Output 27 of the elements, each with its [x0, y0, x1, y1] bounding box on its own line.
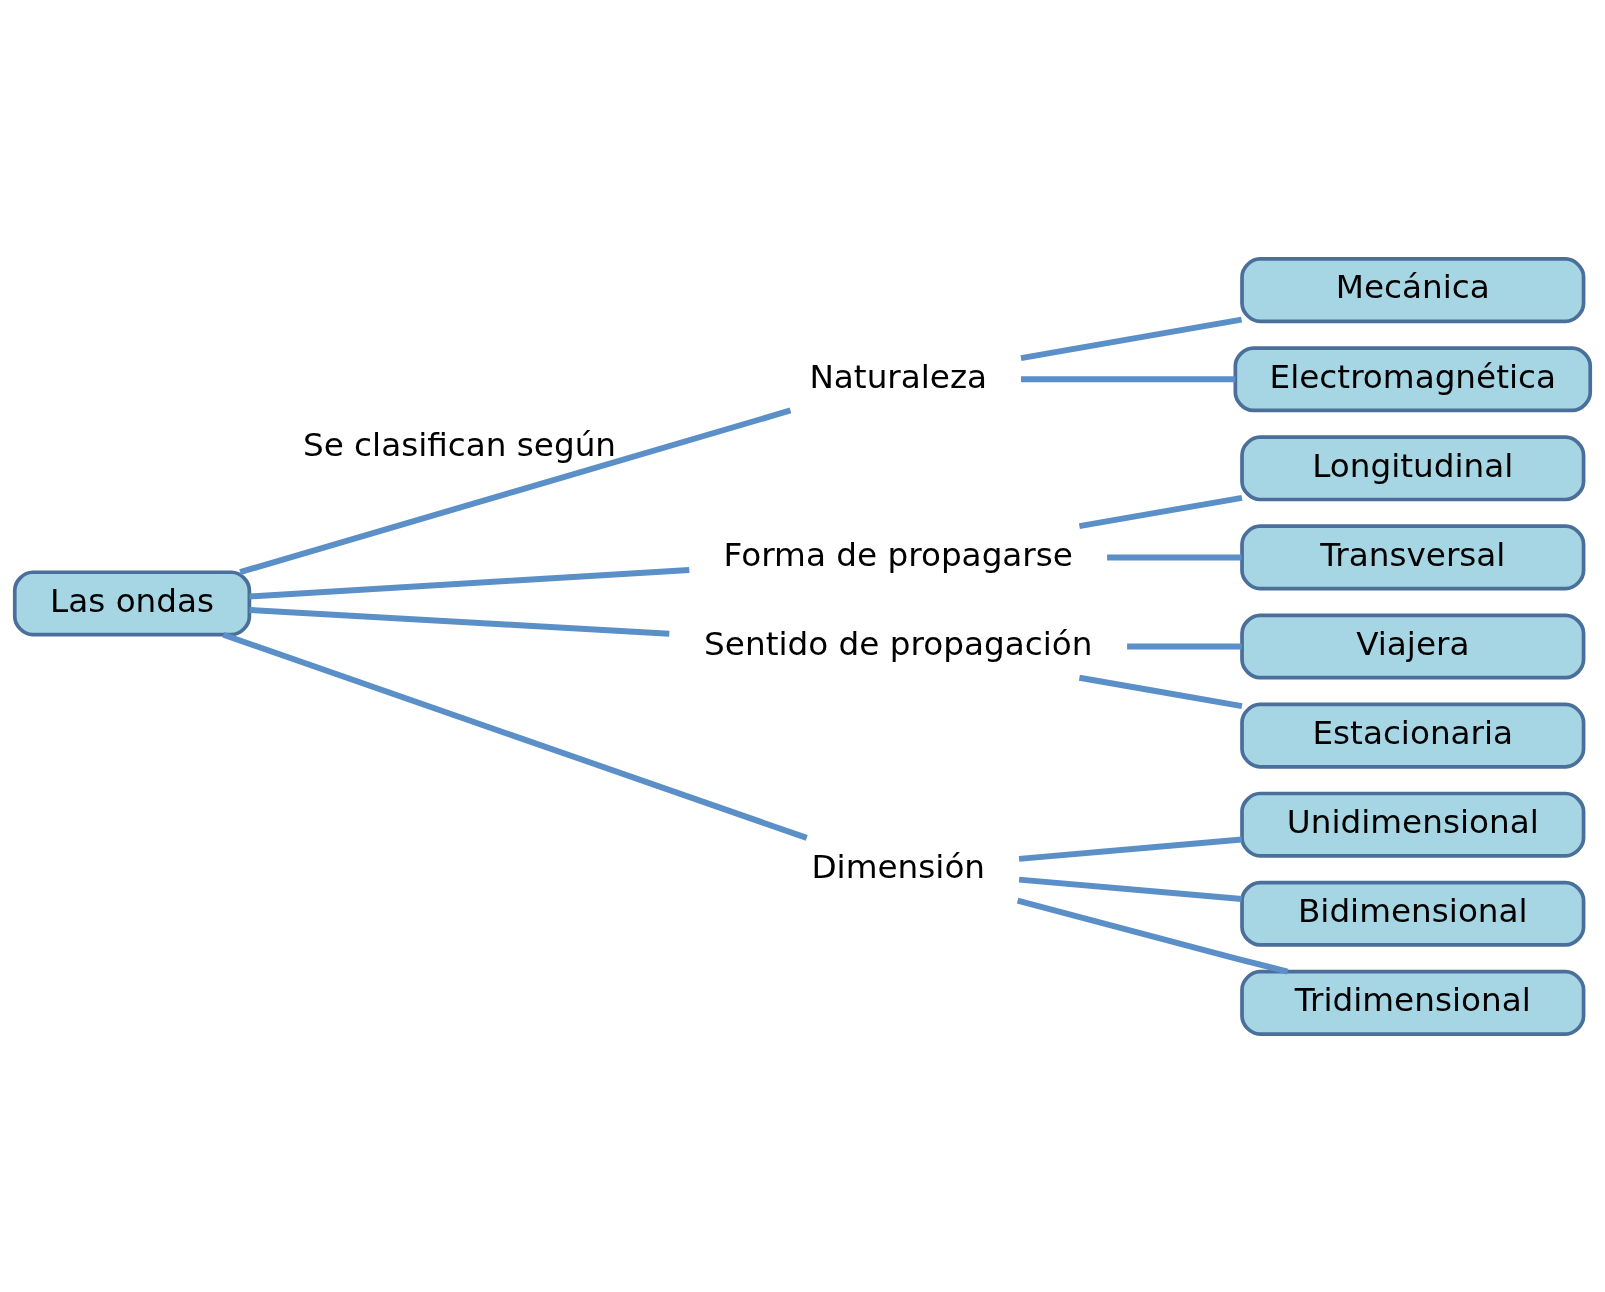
- connector: [1021, 375, 1236, 382]
- node-text: Sentido de propagación: [704, 624, 1093, 663]
- node-box: Transversal: [1240, 523, 1586, 590]
- connector: [1078, 494, 1243, 529]
- node-box: Bidimensional: [1240, 880, 1586, 947]
- connector: [1107, 553, 1242, 560]
- connector: [1078, 674, 1243, 709]
- node-box: Unidimensional: [1240, 791, 1586, 858]
- node-box: Estacionaria: [1240, 702, 1586, 769]
- node-text: Forma de propagarse: [723, 535, 1073, 574]
- connector: [249, 566, 690, 599]
- node-box: Electromagnética: [1233, 345, 1593, 412]
- connector: [222, 631, 808, 841]
- node-box: Longitudinal: [1240, 434, 1586, 501]
- connector: [239, 407, 792, 575]
- node-box: Las ondas: [12, 569, 252, 636]
- connector: [1127, 643, 1242, 649]
- connector: [1018, 876, 1243, 902]
- connector: [1020, 316, 1243, 361]
- node-box: Tridimensional: [1240, 969, 1586, 1036]
- edge-label: Se clasifican según: [302, 425, 617, 464]
- node-box: Mecánica: [1240, 256, 1586, 323]
- node-text: Dimensión: [811, 847, 986, 886]
- connector: [1018, 836, 1243, 862]
- node-box: Viajera: [1240, 612, 1586, 680]
- node-text: Naturaleza: [809, 357, 988, 396]
- connector: [249, 606, 670, 637]
